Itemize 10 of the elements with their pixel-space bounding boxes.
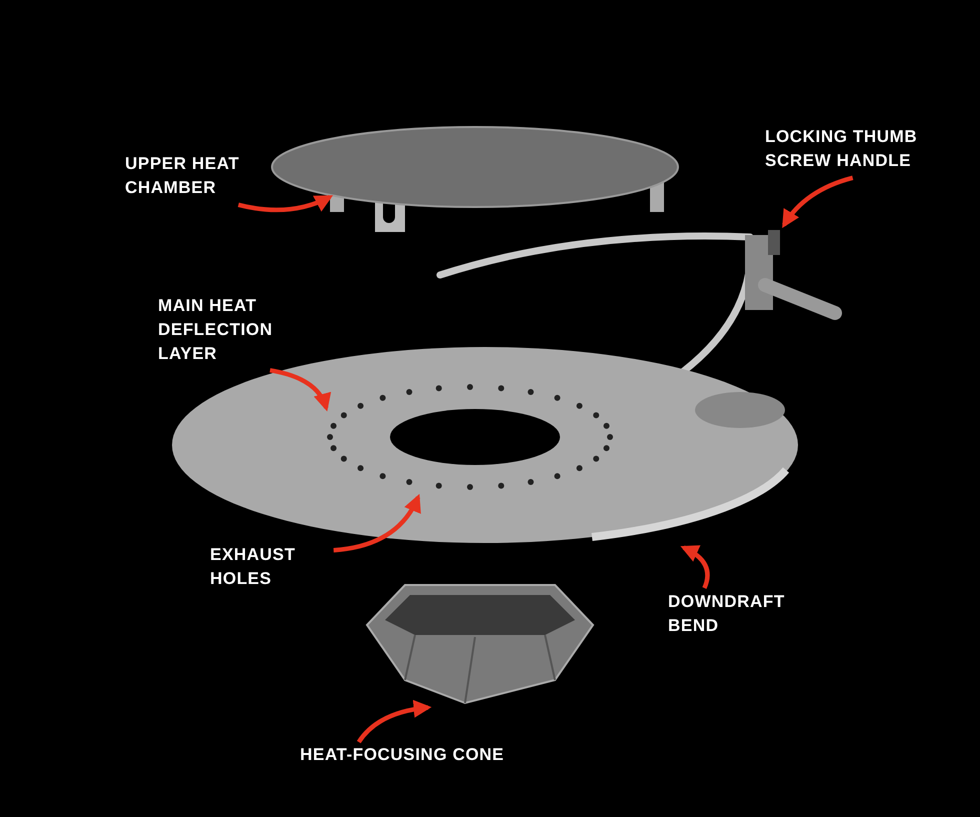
callout-label: HEAT-FOCUSING CONE xyxy=(300,743,510,767)
leader-arrow xyxy=(238,194,334,212)
callout-label: LOCKING THUMB SCREW HANDLE xyxy=(765,125,937,173)
callout-label: EXHAUST HOLES xyxy=(210,543,330,591)
callout-label: MAIN HEAT DEFLECTION LAYER xyxy=(158,294,318,366)
callout-label: DOWNDRAFT BEND xyxy=(668,590,808,638)
leader-arrow xyxy=(333,494,420,552)
callout-label: UPPER HEAT CHAMBER xyxy=(125,152,265,200)
leader-arrow xyxy=(356,700,432,744)
leader-arrow xyxy=(782,176,854,228)
